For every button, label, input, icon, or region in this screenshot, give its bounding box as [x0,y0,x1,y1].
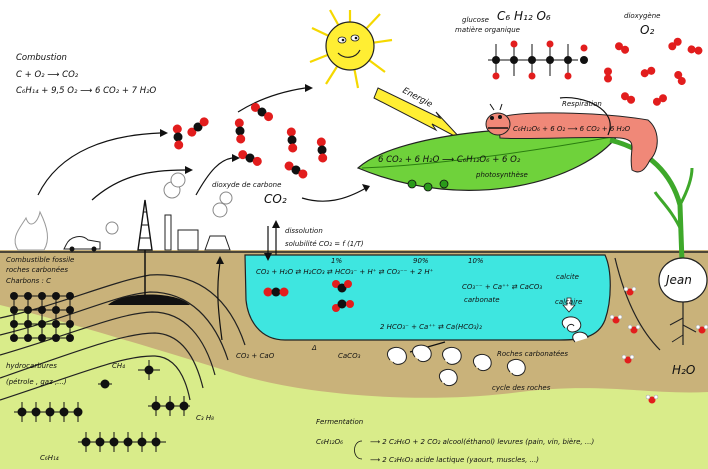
fermentation-row2: ⟶ 2 C₃H₆O₃ acide lactique (yaourt, muscl… [370,456,539,464]
photosynthesis-equation: 6 CO₂ + 6 H₂O ⟶ C₆H₁₂O₆ + 6 O₂ [378,155,521,165]
glucose-label-2: matière organique [455,26,520,34]
hydrocarbons-ch4: CH₄ [112,362,125,370]
hydrocarbons-c6h14: C₆H₁₄ [40,454,59,462]
water-molecules [609,286,708,404]
strata-lines [0,257,661,401]
respiration-equation: C₆H₁₂O₆ + 6 O₂ ⟶ 6 CO₂ + 6 H₂O [513,125,631,133]
ocean-molecules [263,280,354,312]
seabed-caco3: CaCO₃ [338,352,361,360]
worm [485,103,658,173]
fossil-line3: Charbons : C [6,277,51,285]
surface-emitters [14,172,233,252]
oxygen-formula: O₂ [640,23,654,37]
leaf [356,127,694,263]
smoke-clouds [105,172,233,235]
seabed-roches: Roches carbonatées [497,350,568,358]
hydrocarbon-molecules [14,360,190,452]
calcite-arrow [562,297,576,313]
chain-1 [14,402,83,422]
chloroplasts [407,179,449,192]
glucose-formula: C₆ H₁₂ O₆ [497,9,551,23]
flow-arrows [37,87,611,353]
fermentation-reactant: C₆H₁₂O₆ [316,438,343,446]
plant-water: H₂O [672,363,695,377]
photosynthesis-label: photosynthèse [475,171,528,179]
respiration-title: Respiration [562,100,602,108]
ocean-eq1: CO₂ + H₂O ⇄ H₂CO₃ ⇄ HCO₃⁻ + H⁺ ⇄ CO₃⁻⁻ +… [256,268,434,276]
oxygen-label: dioxygène [624,12,660,20]
oil-reservoir [108,294,190,305]
shells [387,316,589,387]
chain-2 [148,396,190,416]
ground-layers [0,250,708,469]
combustion-eq1: C + O₂ ⟶ CO₂ [16,70,79,80]
text-labels: Combustion C + O₂ ⟶ CO₂ C₆H₁₄ + 9,5 O₂ ⟶… [6,9,695,464]
hydrocarbons-line1: hydrocarbures [6,362,57,370]
hydrocarbons-c3h8: C₃ H₈ [196,414,214,422]
fermentation-title: Fermentation [316,418,363,426]
seabed-eq: CO₂ + CaO [236,352,275,360]
glucose-label-1: glucose [462,16,489,24]
glucose-molecule [488,40,588,80]
combustion-title: Combustion [16,53,67,63]
ocean-calcaire: calcaire [555,298,582,306]
ocean-pct1: 1% [331,257,342,265]
ocean-carbonate: carbonate [464,296,500,304]
seabed-cycle: cycle des roches [492,384,551,392]
co2-molecules-sky [172,102,328,179]
turnip: Jean [658,257,708,345]
grass-region [0,305,708,469]
sun [309,9,393,89]
ocean-eq3: 2 HCO₃⁻ + Ca⁺⁺ ⇄ Ca(HCO₃)₂ [380,323,482,331]
methane-molecule [138,360,160,380]
fermentation-brace [354,440,363,460]
ocean-pct3: 10% [468,257,484,265]
chain-3 [78,432,166,452]
fermentation-row1: ⟶ 2 C₂H₆O + 2 CO₂ alcool(éthanol) levure… [370,438,595,446]
dissolution-line1: dissolution [285,227,323,235]
coal-lattice [10,292,74,342]
turnip-name: Jean [664,273,692,287]
o2-molecules [604,37,703,106]
co2-label: dioxyde de carbone [212,181,281,189]
dissolution-line2: solubilité CO₂ = f (1/T) [285,240,364,248]
arrow-heads [160,84,370,264]
fossil-line1: Combustible fossile [6,256,74,264]
fossil-line2: roches carbonées [6,266,68,274]
chain-4 [98,379,112,389]
ocean-pct2: 90% [413,257,429,265]
ocean-calcite: calcite [556,273,579,281]
combustion-eq2: C₆H₁₄ + 9,5 O₂ ⟶ 6 CO₂ + 7 H₂O [16,86,157,96]
energy-arrow: Energie [373,86,463,141]
ocean-eq2: CO₃⁻⁻ + Ca⁺⁺ ⇄ CaCO₃ [462,283,542,291]
sun-face [325,21,375,71]
co2-formula: CO₂ [264,192,287,206]
hydrocarbons-line2: (pétrole , gaz ,...) [6,378,67,386]
seabed-delta: Δ [311,344,317,352]
